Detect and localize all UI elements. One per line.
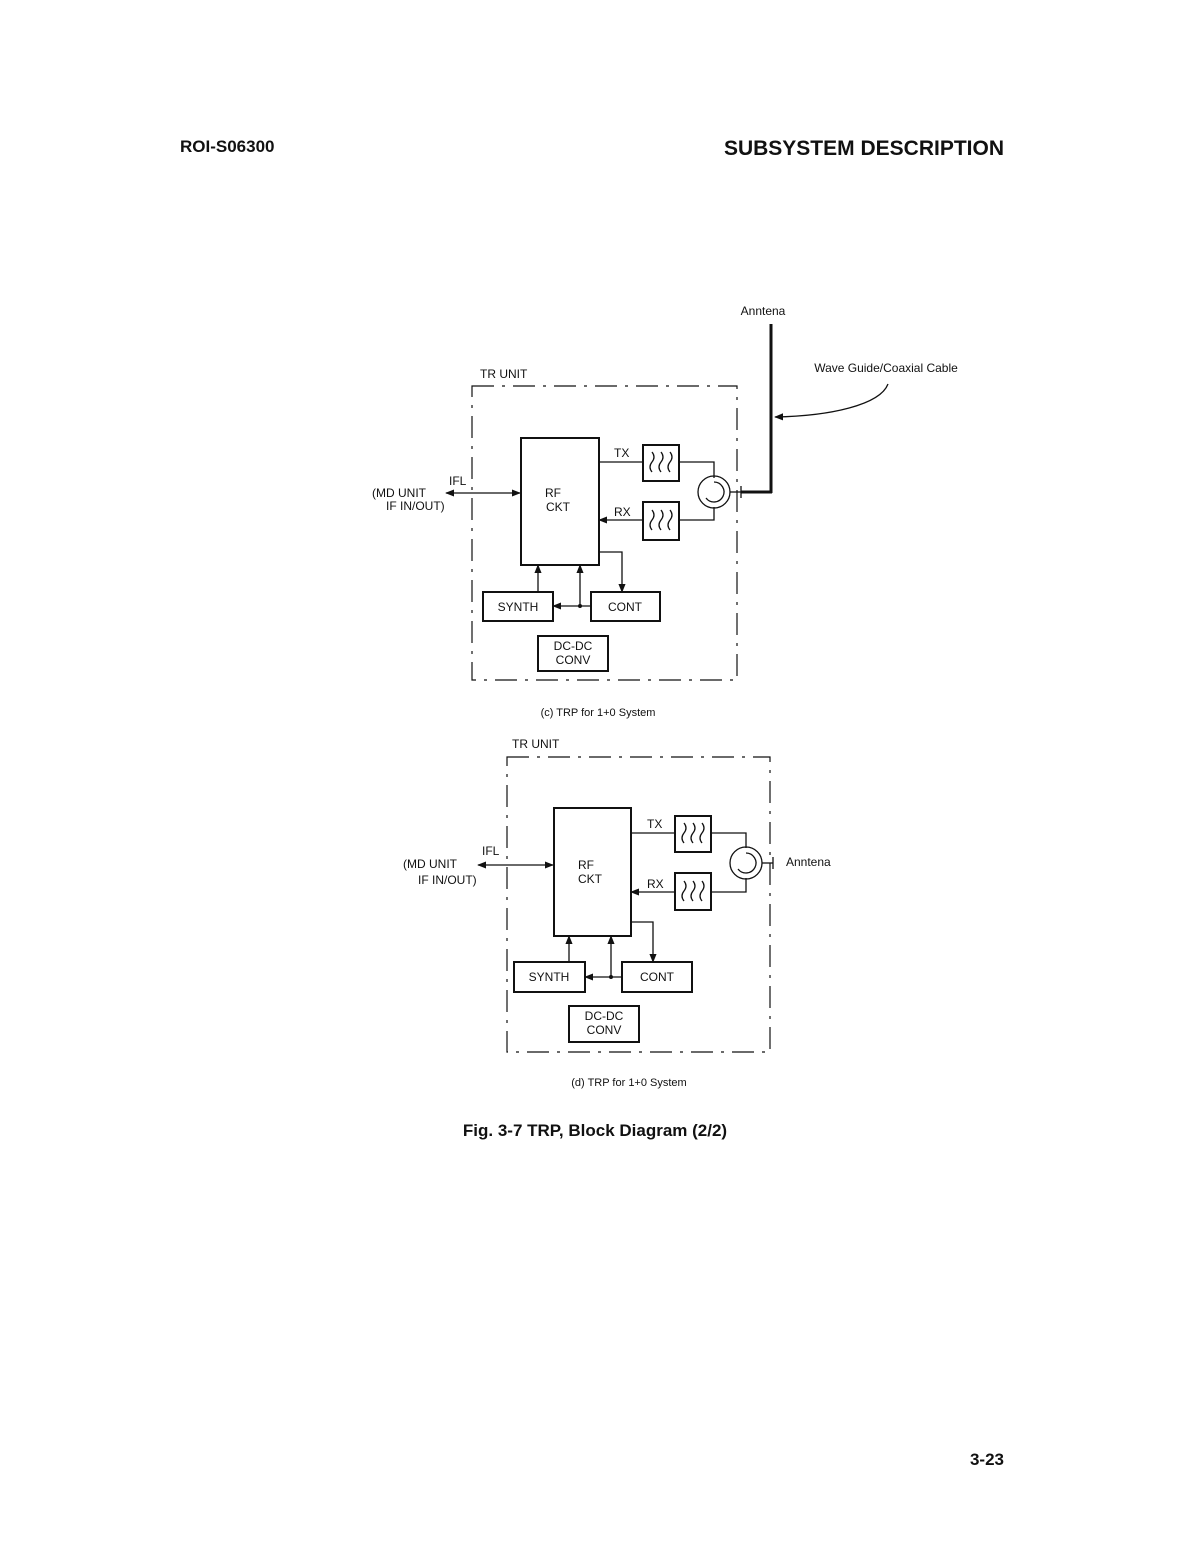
d-tx-to-circulator: [711, 833, 746, 848]
c-dcdc-label-2: CONV: [556, 653, 591, 667]
d-antenna-label: Anntena: [786, 855, 831, 869]
d-cont-label: CONT: [640, 970, 675, 984]
c-rx-label: RX: [614, 505, 631, 519]
c-tx-label: TX: [614, 446, 629, 460]
c-antenna-label: Anntena: [741, 304, 786, 318]
d-circulator-arrow: [738, 853, 756, 873]
c-rx-to-circulator: [679, 507, 714, 520]
c-cable-pointer: [775, 384, 888, 417]
d-tx-label: TX: [647, 817, 662, 831]
d-md-unit-label: (MD UNIT: [403, 857, 458, 871]
c-tx-to-circulator: [679, 462, 714, 478]
page-number: 3-23: [970, 1450, 1004, 1470]
d-ckt-label: CKT: [578, 872, 603, 886]
d-circulator: [730, 847, 762, 879]
c-ifl-label: IFL: [449, 474, 467, 488]
d-rf-label: RF: [578, 858, 594, 872]
c-dcdc-label-1: DC-DC: [554, 639, 593, 653]
c-cont-label: CONT: [608, 600, 643, 614]
c-md-unit-label: (MD UNIT: [372, 486, 427, 500]
c-unit-label: TR UNIT: [480, 367, 528, 381]
figure-caption: Fig. 3-7 TRP, Block Diagram (2/2): [0, 1121, 1190, 1141]
d-rf-to-cont: [631, 922, 653, 962]
d-ifl-label: IFL: [482, 844, 500, 858]
d-rx-label: RX: [647, 877, 664, 891]
diagram-c: Anntena Wave Guide/Coaxial Cable TR UNIT…: [372, 304, 958, 719]
d-caption: (d) TRP for 1+0 System: [571, 1077, 686, 1089]
c-caption: (c) TRP for 1+0 System: [541, 707, 656, 719]
d-dcdc-label-1: DC-DC: [585, 1009, 624, 1023]
d-synth-label: SYNTH: [529, 970, 570, 984]
d-dcdc-label-2: CONV: [587, 1023, 622, 1037]
c-circulator: [698, 476, 730, 508]
c-cable-label: Wave Guide/Coaxial Cable: [814, 361, 958, 375]
c-synth-label: SYNTH: [498, 600, 539, 614]
c-ckt-label: CKT: [546, 500, 571, 514]
d-unit-label: TR UNIT: [512, 737, 560, 751]
d-if-inout-label: IF IN/OUT): [418, 873, 477, 887]
c-rf-label: RF: [545, 486, 561, 500]
c-if-inout-label: IF IN/OUT): [386, 499, 445, 513]
diagram-d: TR UNIT IFL (MD UNIT IF IN/OUT) RF CKT T…: [403, 737, 831, 1089]
d-rx-to-circulator: [711, 878, 746, 892]
c-rf-to-cont: [599, 552, 622, 592]
c-circulator-arrow: [706, 482, 724, 502]
